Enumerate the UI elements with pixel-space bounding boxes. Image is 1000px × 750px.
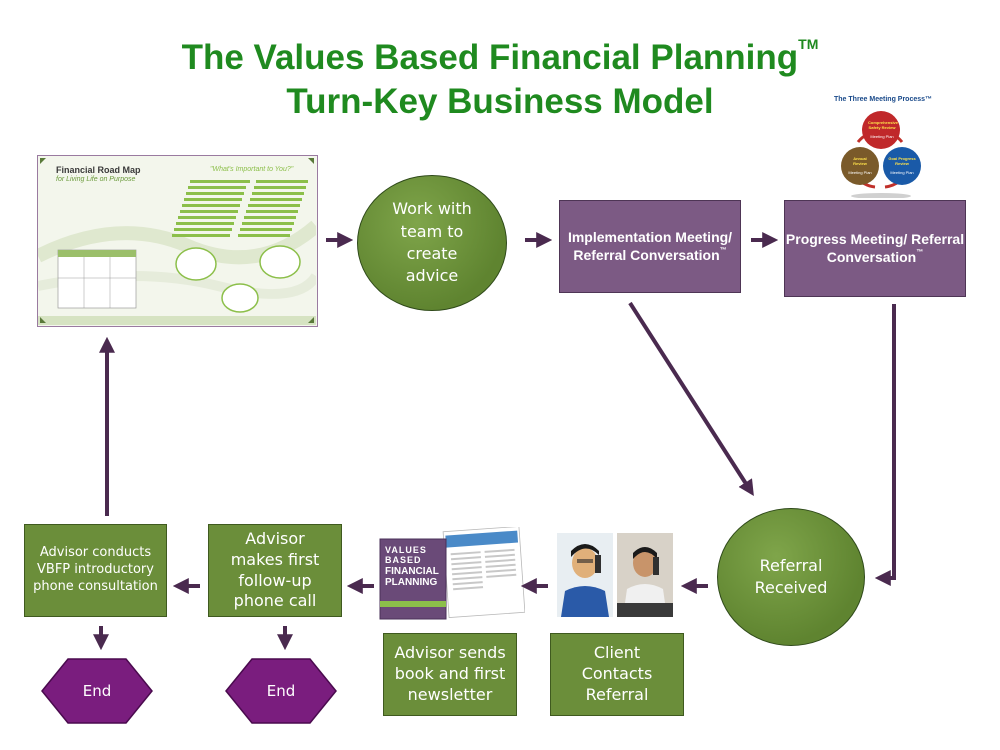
financial-road-map-image: Financial Road Map for Living Life on Pu… [37,155,318,327]
client-contacts-node: Client Contacts Referral [550,633,684,716]
road-map-title: Financial Road Map [56,165,141,175]
progress-meeting-node: Progress Meeting/ Referral Conversation™ [784,200,966,297]
end-node-2: End [224,657,338,725]
phone-call-photo [557,533,673,617]
road-map-header: "What's Important to You?" [210,166,294,173]
title-line-2: Turn-Key Business Model [286,82,714,121]
advisor-follow-up-call-node: Advisor makes first follow-up phone call [208,524,342,617]
implementation-tm: ™ [719,246,727,254]
end-node-1: End [40,657,154,725]
advisor-conducts-consultation-node: Advisor conducts VBFP introductory phone… [24,524,167,617]
trademark: TM [798,36,819,52]
title-line-1: The Values Based Financial PlanningTM [181,36,819,77]
arrow-implementation-to-referral [628,301,754,497]
book-newsletter-image: VALUES BASED FINANCIAL PLANNING [378,527,525,621]
arrow-progress-to-referral [874,304,896,586]
three-meeting-title: The Three Meeting Process™ [834,96,933,103]
three-meeting-process-image: The Three Meeting Process™ Comprehensive… [830,94,933,198]
end-label-2: End [266,682,296,700]
work-with-team-node: Work with team to create advice [357,175,507,311]
implementation-label: Implementation Meeting/ Referral Convers… [567,229,733,263]
book-title-line-4: PLANNING [385,577,438,588]
progress-tm: ™ [916,248,924,256]
annual-review-label: Annual Review [853,156,867,166]
end-label-1: End [82,682,112,700]
referral-received-node: Referral Received [717,508,865,646]
left-meeting-plan-label: Meeting Plan [848,170,872,175]
implementation-meeting-node: Implementation Meeting/ Referral Convers… [559,200,741,293]
right-meeting-plan-label: Meeting Plan [890,170,914,175]
book-title-line-1: VALUES [385,545,427,555]
book-title-line-2: BASED [385,555,422,565]
progress-label: Progress Meeting/ Referral Conversation [785,231,965,265]
top-meeting-plan-label: Meeting Plan [870,134,894,139]
goal-progress-review-label: Goal Progress Review [888,156,916,166]
road-map-subtitle: for Living Life on Purpose [56,176,136,183]
comprehensive-safety-review-label: Comprehensive Safety Review [868,120,899,130]
advisor-sends-book-node: Advisor sends book and first newsletter [383,633,517,716]
book-title-line-3: FINANCIAL [385,566,439,577]
